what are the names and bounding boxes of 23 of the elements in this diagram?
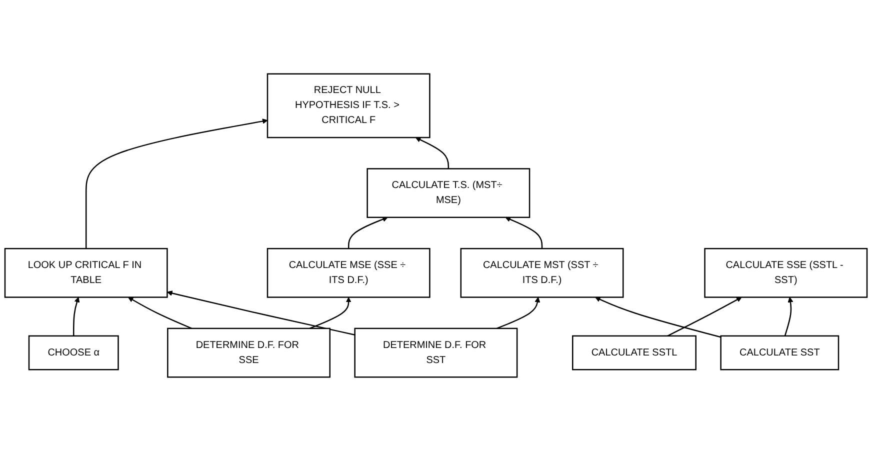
arrow [415,137,450,169]
node-box: REJECT NULL HYPOTHESIS IF T.S. > CRITICAL F [266,73,430,138]
node-box: CALCULATE SST [720,335,840,370]
node-box: CALCULATE SSE (SSTL - SST) [704,248,868,298]
arrow [784,297,794,336]
arrow [309,297,352,330]
arrow [667,297,742,336]
node-box: LOOK UP CRITICAL F IN TABLE [4,248,168,298]
node-box: DETERMINE D.F. FOR SSE [167,328,331,378]
arrow [348,216,388,249]
node-box: CHOOSE α [28,335,119,370]
arrow [128,297,192,330]
node-box: CALCULATE SSTL [572,335,696,370]
node-box: CALCULATE T.S. (MST÷ MSE) [366,168,530,218]
arrow [85,118,268,249]
arrow [505,216,543,249]
node-box: CALCULATE MST (SST ÷ ITS D.F.) [460,248,624,298]
node-box: DETERMINE D.F. FOR SST [354,328,518,378]
arrow [166,290,355,336]
arrow [496,297,540,330]
arrow [594,296,721,338]
node-box: CALCULATE MSE (SSE ÷ ITS D.F.) [266,248,430,298]
arrow [73,297,80,336]
